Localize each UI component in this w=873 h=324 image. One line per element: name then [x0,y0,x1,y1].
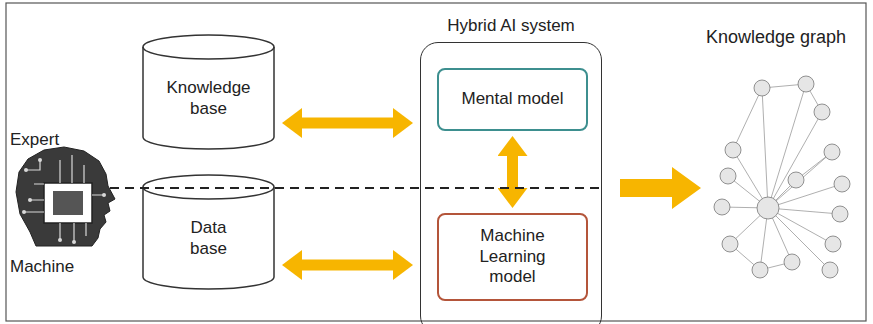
graph-link [768,152,832,208]
graph-link [730,84,832,270]
graph-link [768,208,830,270]
double-arrow [507,156,518,188]
graph-node [720,168,736,184]
graph-node [784,254,800,270]
head-silhouette [16,147,115,246]
graph-node [825,236,841,252]
knowledge-base-cylinder: Knowledge base [142,35,275,150]
graph-node [824,144,840,160]
output-arrow [620,167,701,209]
data-base-cylinder: Data base [142,175,275,290]
circuit-traces [24,155,104,242]
outer-frame [6,3,866,321]
double-arrow [302,260,393,271]
graph-link [768,184,842,208]
circuit-dot [24,168,28,172]
graph-node [834,176,850,192]
circuit-dot [72,240,76,244]
cylinder-body [143,175,274,289]
graph-center-node [757,197,779,219]
hybrid-system-box: Hybrid AI systemMental modelMachine Lear… [420,42,602,324]
graph-link [768,84,806,208]
circuit-dots [22,158,106,244]
dashed-divider [110,187,603,189]
chip [44,183,92,223]
graph-node [788,172,804,188]
graph-link [762,88,768,208]
graph-node [832,206,848,222]
chip-core [53,191,83,215]
graph-node [722,236,738,252]
graph-node [814,104,830,120]
graph-node [798,76,814,92]
machine-label: Machine [10,257,74,277]
node-label: Data base [184,218,234,259]
expert-machine-head [16,147,115,246]
knowledge-graph-label: Knowledge graph [706,27,846,49]
ml-model-box: Machine Learning model [437,213,588,301]
circuit-dot [22,210,26,214]
circuit-dot [102,193,106,197]
circuit-dot [58,238,62,242]
cylinder-rim [143,47,274,59]
graph-link [768,112,822,208]
graph-node [714,199,730,215]
cylinder-body [143,35,274,149]
group-heading: Hybrid AI system [444,16,578,36]
graph-node [822,262,838,278]
graph-node [754,80,770,96]
node-label: Mental model [461,89,563,109]
circuit-dot [28,198,32,202]
knowledge-graph-illustration [714,76,850,278]
graph-node [725,142,741,158]
node-label: Machine Learning model [468,226,558,287]
cylinder-rim [143,187,274,199]
circuit-dot [38,158,42,162]
node-label: Knowledge base [159,78,259,119]
mental-model-box: Mental model [437,68,588,131]
double-arrow [302,118,393,129]
graph-node [752,262,768,278]
expert-label: Expert [10,130,59,150]
